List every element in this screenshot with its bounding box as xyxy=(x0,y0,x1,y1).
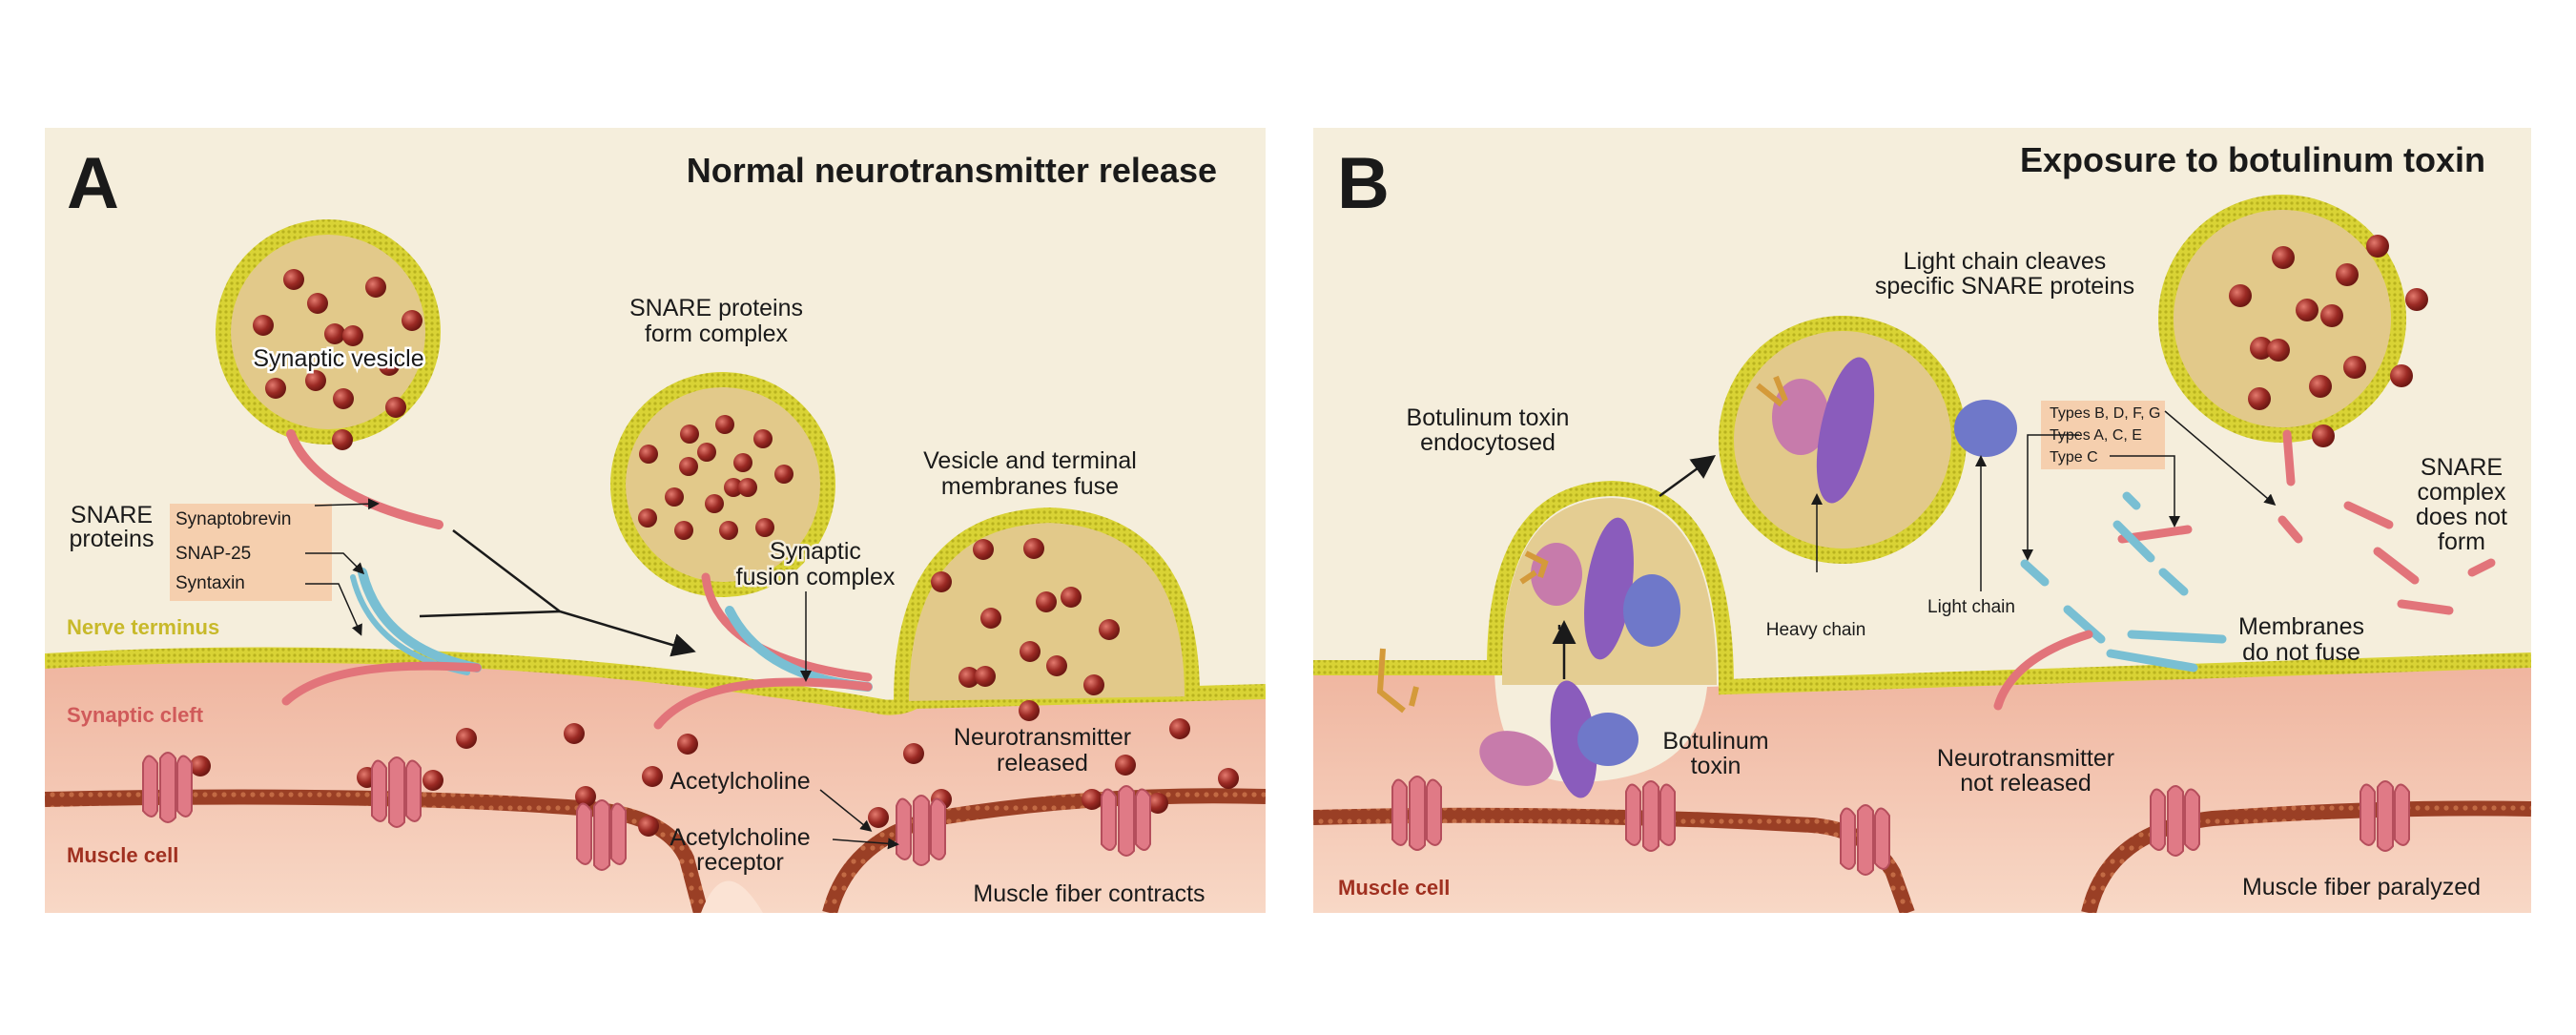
panel-a-arrows xyxy=(305,498,899,850)
receptor-label-1: Acetylcholine xyxy=(670,824,810,851)
snap25-label: SNAP-25 xyxy=(175,544,251,564)
panel-a-muscle-fiber xyxy=(45,789,709,913)
panel-b-letter: B xyxy=(1337,143,1390,224)
panel-a-muscle-fiber-2 xyxy=(822,788,1266,913)
panel-b-arrows xyxy=(1552,410,2277,679)
panel-b-nerve-membrane xyxy=(1313,480,2531,695)
snare-complex-label-2: form complex xyxy=(645,321,789,347)
snare-not-form-label-2: complex xyxy=(2417,479,2506,506)
panel-b: B Exposure to botulinum toxin Light chai… xyxy=(1313,128,2531,913)
synaptobrevin-label: Synaptobrevin xyxy=(175,509,291,529)
endocytosed-label-2: endocytosed xyxy=(1420,429,1556,456)
endocytosed-label-1: Botulinum toxin xyxy=(1407,404,1570,431)
panel-b-title: Exposure to botulinum toxin xyxy=(2020,140,2485,179)
panel-b-cleaved-snares xyxy=(1993,429,2496,711)
released-label-2: released xyxy=(997,750,1088,776)
panel-a: A Normal neurotransmitter release Synapt… xyxy=(45,128,1266,913)
snare-not-form-label-1: SNARE xyxy=(2421,454,2503,481)
panel-a-letter: A xyxy=(67,143,119,224)
panel-b-receptors xyxy=(1391,776,2410,876)
snare-complex-label-1: SNARE proteins xyxy=(629,295,803,321)
panel-b-muscle-cell-label: Muscle cell xyxy=(1338,876,1450,900)
panel-a-neurotransmitters xyxy=(190,269,1239,837)
no-fuse-label-2: do not fuse xyxy=(2242,639,2360,666)
synaptic-cleft-label: Synaptic cleft xyxy=(67,703,204,727)
panel-a-snare-label-box xyxy=(170,504,332,601)
types-ace-label: Types A, C, E xyxy=(2050,427,2142,444)
snare-proteins-label-1: SNARE xyxy=(71,502,153,528)
synaptic-vesicle-label: Synaptic vesicle xyxy=(253,345,423,372)
type-c-label: Type C xyxy=(2050,449,2098,466)
panel-b-neurotransmitters xyxy=(2229,235,2428,447)
receptor-label-2: receptor xyxy=(696,849,784,876)
fusion-complex-label-1: Synaptic xyxy=(770,538,861,565)
snare-not-form-label-3: does not xyxy=(2416,504,2507,530)
fusion-complex-label-2: fusion complex xyxy=(736,564,896,590)
not-released-label-2: not released xyxy=(1960,770,2092,797)
panel-a-snare-proteins xyxy=(281,429,873,730)
panel-b-synaptic-vesicle xyxy=(2158,195,2406,443)
panel-a-muscle-cell-label: Muscle cell xyxy=(67,843,178,867)
toxin-label-2: toxin xyxy=(1691,753,1741,779)
not-released-label-1: Neurotransmitter xyxy=(1937,745,2114,772)
heavy-chain-label: Heavy chain xyxy=(1766,620,1866,640)
panel-a-receptors xyxy=(142,752,1151,871)
panel-a-nerve-membrane xyxy=(45,647,1266,715)
nerve-terminus-label: Nerve terminus xyxy=(67,615,219,639)
panel-a-title: Normal neurotransmitter release xyxy=(687,151,1217,190)
contracts-label: Muscle fiber contracts xyxy=(973,880,1205,907)
cleaves-label-2: specific SNARE proteins xyxy=(1875,273,2134,300)
snare-not-form-label-4: form xyxy=(2438,528,2485,555)
types-bdfg-label: Types B, D, F, G xyxy=(2050,405,2160,422)
paralyzed-label: Muscle fiber paralyzed xyxy=(2242,874,2481,900)
panel-b-muscle-fiber-2 xyxy=(2081,800,2531,913)
no-fuse-label-1: Membranes xyxy=(2238,613,2364,640)
panel-a-vesicle-2 xyxy=(610,372,835,597)
membranes-fuse-label-2: membranes fuse xyxy=(941,473,1119,500)
light-chain-label: Light chain xyxy=(1927,597,2015,617)
snare-proteins-label-2: proteins xyxy=(70,526,155,552)
released-label-1: Neurotransmitter xyxy=(954,724,1131,751)
toxin-label-1: Botulinum xyxy=(1662,728,1768,755)
syntaxin-label: Syntaxin xyxy=(175,573,245,593)
panel-b-cleft xyxy=(1313,658,2531,913)
acetylcholine-label: Acetylcholine xyxy=(670,768,810,795)
cleaves-label-1: Light chain cleaves xyxy=(1904,248,2107,275)
membranes-fuse-label-1: Vesicle and terminal xyxy=(923,447,1137,474)
panel-b-toxin xyxy=(1376,357,2017,798)
